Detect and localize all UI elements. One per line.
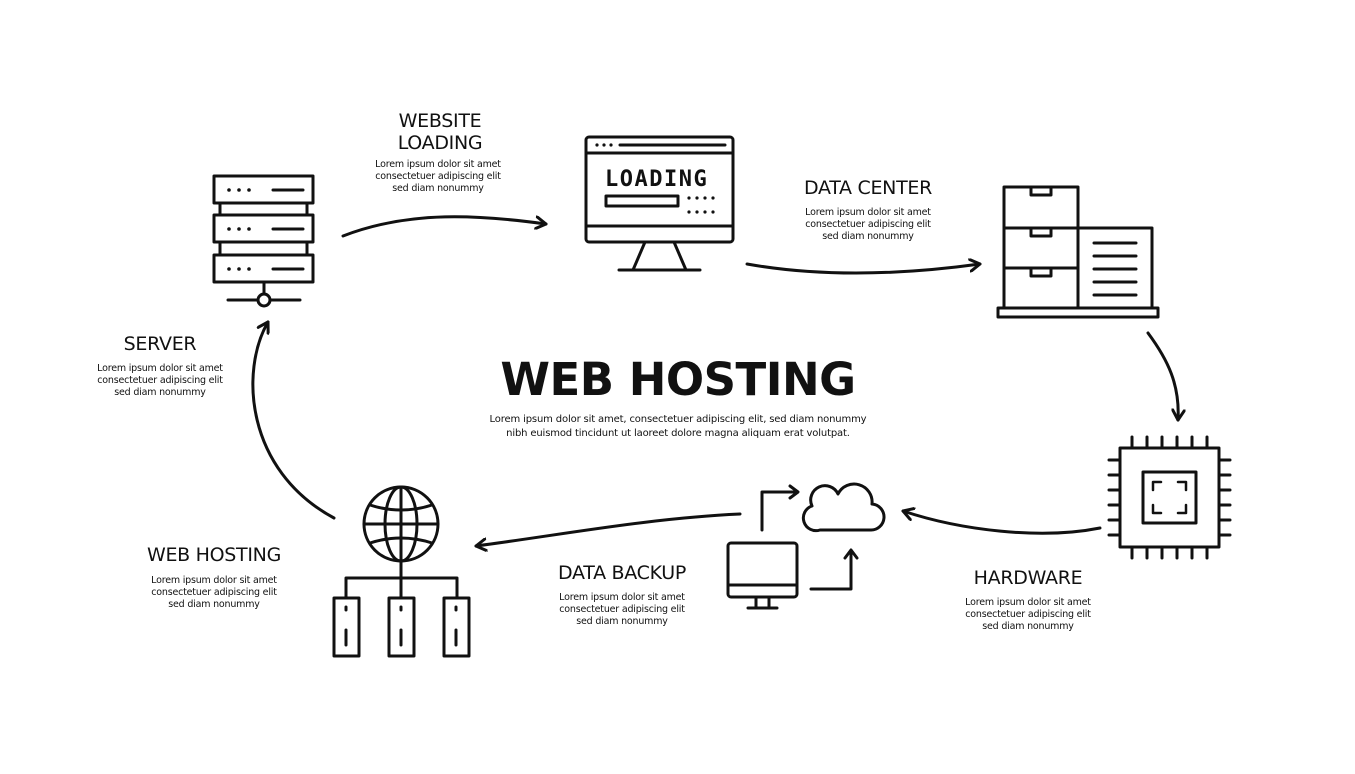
step-desc-data-backup: Lorem ipsum dolor sit amet consectetuer … bbox=[542, 592, 702, 628]
title-line: LOADING bbox=[397, 132, 483, 154]
desc-line: consectetuer adipiscing elit bbox=[97, 375, 223, 386]
title-line: WEB HOSTING bbox=[146, 544, 281, 566]
main-title: WEB HOSTING bbox=[500, 353, 856, 406]
title-line: DATA CENTER bbox=[804, 177, 932, 199]
step-title-data-center: DATA CENTER bbox=[788, 177, 948, 199]
desc-line: sed diam nonummy bbox=[392, 183, 484, 194]
step-desc-server: Lorem ipsum dolor sit amet consectetuer … bbox=[80, 363, 240, 399]
step-title-data-backup: DATA BACKUP bbox=[542, 562, 702, 584]
desc-line: sed diam nonummy bbox=[114, 387, 206, 398]
desc-line: Lorem ipsum dolor sit amet bbox=[805, 207, 931, 218]
step-title-hardware: HARDWARE bbox=[948, 567, 1108, 589]
title-line: HARDWARE bbox=[973, 567, 1083, 589]
monitor-loading-icon: LOADING bbox=[584, 135, 735, 272]
arrow-backup-to-hosting bbox=[474, 512, 742, 546]
title-line: WEBSITE bbox=[398, 110, 482, 132]
data-center-icon bbox=[996, 185, 1160, 319]
arrow-datacenter-to-hardware bbox=[1146, 331, 1178, 422]
step-title-web-hosting: WEB HOSTING bbox=[134, 544, 294, 566]
desc-line: Lorem ipsum dolor sit amet bbox=[97, 363, 223, 374]
title-line: SERVER bbox=[123, 333, 197, 355]
desc-line: Lorem ipsum dolor sit amet bbox=[965, 597, 1091, 608]
main-description-line: nibh euismod tincidunt ut laoreet dolore… bbox=[506, 428, 850, 439]
step-desc-data-center: Lorem ipsum dolor sit amet consectetuer … bbox=[788, 207, 948, 243]
arrow-hardware-to-backup bbox=[901, 511, 1102, 535]
globe-network-icon bbox=[332, 485, 471, 658]
main-description-line: Lorem ipsum dolor sit amet, consectetuer… bbox=[489, 414, 867, 425]
desc-line: sed diam nonummy bbox=[982, 621, 1074, 632]
server-rack-icon bbox=[212, 174, 315, 308]
desc-line: Lorem ipsum dolor sit amet bbox=[559, 592, 685, 603]
desc-line: sed diam nonummy bbox=[168, 599, 260, 610]
step-desc-web-hosting: Lorem ipsum dolor sit amet consectetuer … bbox=[134, 575, 294, 611]
desc-line: consectetuer adipiscing elit bbox=[559, 604, 685, 615]
main-description: Lorem ipsum dolor sit amet, consectetuer… bbox=[428, 413, 928, 441]
desc-line: consectetuer adipiscing elit bbox=[375, 171, 501, 182]
step-title-website-loading: WEBSITE LOADING bbox=[360, 110, 520, 154]
monitor-screen-text: LOADING bbox=[605, 167, 708, 192]
desc-line: consectetuer adipiscing elit bbox=[965, 609, 1091, 620]
desc-line: sed diam nonummy bbox=[576, 616, 668, 627]
cloud-backup-icon bbox=[726, 482, 886, 610]
desc-line: consectetuer adipiscing elit bbox=[151, 587, 277, 598]
step-desc-hardware: Lorem ipsum dolor sit amet consectetuer … bbox=[948, 597, 1108, 633]
desc-line: Lorem ipsum dolor sit amet bbox=[375, 159, 501, 170]
step-title-server: SERVER bbox=[80, 333, 240, 355]
desc-line: Lorem ipsum dolor sit amet bbox=[151, 575, 277, 586]
arrow-hosting-to-server bbox=[251, 320, 336, 520]
desc-line: sed diam nonummy bbox=[822, 231, 914, 242]
step-desc-website-loading: Lorem ipsum dolor sit amet consectetuer … bbox=[358, 159, 518, 195]
arrow-loading-to-datacenter bbox=[745, 264, 982, 275]
chip-icon bbox=[1107, 435, 1232, 560]
title-line: DATA BACKUP bbox=[558, 562, 686, 584]
arrow-server-to-loading bbox=[341, 215, 548, 238]
desc-line: consectetuer adipiscing elit bbox=[805, 219, 931, 230]
